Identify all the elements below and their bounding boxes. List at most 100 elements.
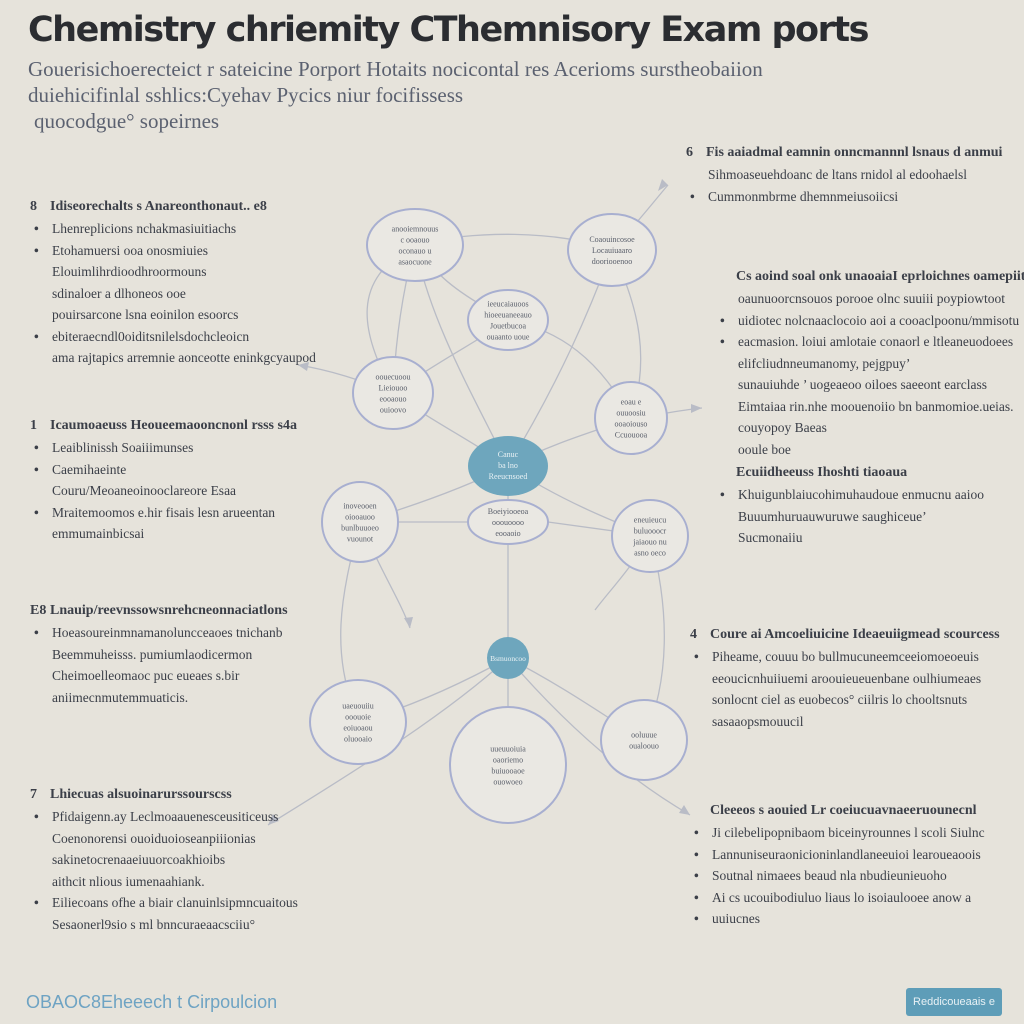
arrowhead xyxy=(658,179,668,191)
concept-node[interactable] xyxy=(321,481,399,563)
list-item: Cheimoelleomaoc puc eueaes s.bir xyxy=(52,668,240,683)
section-number: 6 xyxy=(686,145,693,160)
list-item: Beemmuheisss. pumiumlaodicermon xyxy=(52,646,253,662)
concept-node-label: ooouoie xyxy=(345,713,371,722)
arrowhead xyxy=(679,805,690,815)
list-item: sakinetocrenaaeiuuorcoakhioibs xyxy=(52,852,226,867)
section-heading-text: Coure ai Amcoeliuicine Ideaeuiigmead sco… xyxy=(710,627,1000,642)
concept-node-label: Jouetbucoa xyxy=(490,322,526,331)
center-node-label: Reeucnsoed xyxy=(489,472,528,481)
list-item: Eiliecoans ofhe a biair clanuinlsipmncua… xyxy=(30,892,320,914)
concept-node-label: Coaouincosoe xyxy=(589,235,635,244)
concept-node[interactable] xyxy=(611,499,689,573)
concept-node[interactable] xyxy=(567,213,657,287)
concept-node-label: vuounot xyxy=(347,535,374,544)
list-item: aniimecnmutemmuaticis. xyxy=(52,689,189,705)
concept-node-label: ouowoeo xyxy=(493,778,522,787)
section-heading-text: Icaumoaeuss Heoueemaooncnonl rsss s4a xyxy=(50,418,297,433)
concept-node[interactable] xyxy=(352,356,434,430)
concept-node-label: ouuoosiu xyxy=(616,409,645,418)
concept-node[interactable] xyxy=(467,289,549,351)
list-item: Ai cs ucouibodiuluo liaus lo isoiaulooee… xyxy=(690,887,1010,909)
concept-node-label: oaoriemo xyxy=(493,756,523,765)
concept-node-label: ouioovo xyxy=(380,406,406,415)
list-item: Coenonorensi ouoiduoioseanpiiionias xyxy=(52,830,256,846)
concept-node-label: ooouoooo xyxy=(492,518,524,527)
diagram-arrowheads xyxy=(268,179,702,825)
concept-node-label: eoau e xyxy=(621,398,642,407)
subtitle-line-1: Gouerisichoerecteict r sateicine Porport… xyxy=(28,57,763,81)
section-list: Pfidaigenn.ay LeclmoaauenesceusiticeussC… xyxy=(30,806,320,935)
list-item: Buuumhuruauwuruwe saughiceue’ xyxy=(738,508,927,524)
section-list: oaunuoorcnsouos porooe olnc suuiii poypi… xyxy=(716,288,1019,460)
list-item: sdinaloer a dlhoneos ooe xyxy=(52,285,186,301)
concept-node[interactable] xyxy=(594,381,668,455)
concept-node[interactable] xyxy=(467,499,549,545)
concept-node-label: ooaoiouso xyxy=(615,420,648,429)
concept-node-label: bunlbuuoeo xyxy=(341,524,379,533)
list-item: Mraitemoomos e.hir fisais lesn arueentan xyxy=(30,502,320,524)
list-item: Pfidaigenn.ay Leclmoaauenesceusiticeuss xyxy=(30,806,320,828)
concept-node-label: buluooocr xyxy=(634,527,667,536)
list-item: Elouimlihrdioodhroormouns xyxy=(52,264,207,279)
section-list: Lhenreplicions nchakmasiuitiachsEtohamue… xyxy=(30,218,320,369)
section-heading-text: Ecuiidheeuss Ihoshti tiaoaua xyxy=(736,465,908,480)
subtitle-line-2: duiehicifinlal sshlics:Cyehav Pycics niu… xyxy=(28,83,464,107)
center-node-label: ba lno xyxy=(498,461,518,470)
arrowhead xyxy=(691,404,702,413)
list-item: Piheame, couuu bo bullmucuneemceeiomoeoe… xyxy=(690,646,1010,668)
section-heading-text: Fis aaiadmal eamnin onncmannnl lsnaus d … xyxy=(706,145,1003,160)
concept-node-label: ooluuue xyxy=(631,731,657,740)
list-item: Lhenreplicions nchakmasiuitiachs xyxy=(30,218,320,240)
concept-node-label: oualoouo xyxy=(629,742,659,751)
section-number: 4 xyxy=(690,627,697,642)
list-item: uuiucnes xyxy=(690,908,1010,930)
right-section-4: 4 Coure ai Amcoeliuicine Ideaeuiigmead sc… xyxy=(690,624,1010,732)
list-item: sasaaopsmouucil xyxy=(712,713,804,729)
section-heading: Cs aoind soal onk unaoaiaI eprloichnes o… xyxy=(716,266,1024,288)
section-list: Sihmoaseuehdoanc de ltans rnidol al edoo… xyxy=(686,164,1006,207)
list-item: eacmasion. loiui amlotaie conaorl e ltle… xyxy=(716,331,1016,353)
concept-node[interactable] xyxy=(366,208,464,282)
concept-node-label: uueuuoiuia xyxy=(490,745,526,754)
secondary-node[interactable] xyxy=(487,637,529,679)
link xyxy=(507,657,691,816)
list-item: Leaiblinissh Soaiiimunses xyxy=(30,437,320,459)
right-section-3: Ecuiidheeuss Ihoshti tiaoauaKhuigunblaiu… xyxy=(716,462,1016,549)
section-heading-text: Cleeeos s aouied Lr coeiucuavnaeeruounec… xyxy=(710,803,977,818)
concept-node[interactable] xyxy=(309,679,407,765)
concept-node-label: hioeeuaneeauo xyxy=(484,311,532,320)
list-item: aithcit nlious iumenaahiank. xyxy=(52,873,205,889)
concept-node[interactable] xyxy=(600,699,688,781)
section-list: Piheame, couuu bo bullmucuneemceeiomoeoe… xyxy=(690,646,1010,732)
concept-node-label: eneuieucu xyxy=(634,516,666,525)
section-heading-text: Lhiecuas alsuoinarurssourscss xyxy=(50,787,232,802)
list-item: sonlocnt ciel as euobecos° ciilris lo ch… xyxy=(712,692,968,707)
right-section-1: 6 Fis aaiadmal eamnin onncmannnl lsnaus d… xyxy=(686,142,1006,207)
center-node[interactable] xyxy=(468,436,548,496)
subtitle: Gouerisichoerecteict r sateicine Porport… xyxy=(28,56,928,134)
list-item: eeoucicnhuiiuemi aroouieueuenbane oulhiu… xyxy=(712,670,982,686)
list-item: ebiteraecndl0oiditsnilelsdochcleoicn xyxy=(30,326,320,348)
list-item: Khuigunblaiucohimuhaudoue enmucnu aaioo xyxy=(716,484,1016,506)
concept-node-label: uaeuouiiu xyxy=(342,702,374,711)
list-item: Soutnal nimaees beaud nla nbudieunieuoho xyxy=(690,865,1010,887)
footer-badge[interactable]: Reddicoueaais e xyxy=(906,988,1002,1016)
concept-node-label: eooaouo xyxy=(379,395,406,404)
right-section-5: Cleeeos s aouied Lr coeiucuavnaeeruounec… xyxy=(690,800,1010,930)
concept-node-label: ouaanto uoue xyxy=(487,333,530,342)
list-item: ama rajtapics arremnie aonceotte eninkgc… xyxy=(52,350,316,365)
section-number: E8 xyxy=(30,603,47,618)
section-list: Leaiblinissh SoaiiimunsesCaemihaeinteCou… xyxy=(30,437,320,545)
concept-node-label: asno oeco xyxy=(634,549,666,558)
list-item: Sesaonerl9sio s ml bnncuraeaacsciiu° xyxy=(52,916,255,932)
right-section-2: Cs aoind soal onk unaoaiaI eprloichnes o… xyxy=(716,266,1024,460)
left-section-3: E8Lnauip/reevnssowsnrehcneonnaciatlonsHo… xyxy=(30,600,320,708)
concept-node[interactable] xyxy=(449,706,567,824)
concept-node-label: oouecuoou xyxy=(375,373,410,382)
section-heading: 6 Fis aaiadmal eamnin onncmannnl lsnaus d… xyxy=(686,142,1006,164)
concept-node-label: Lieiouoo xyxy=(379,384,408,393)
